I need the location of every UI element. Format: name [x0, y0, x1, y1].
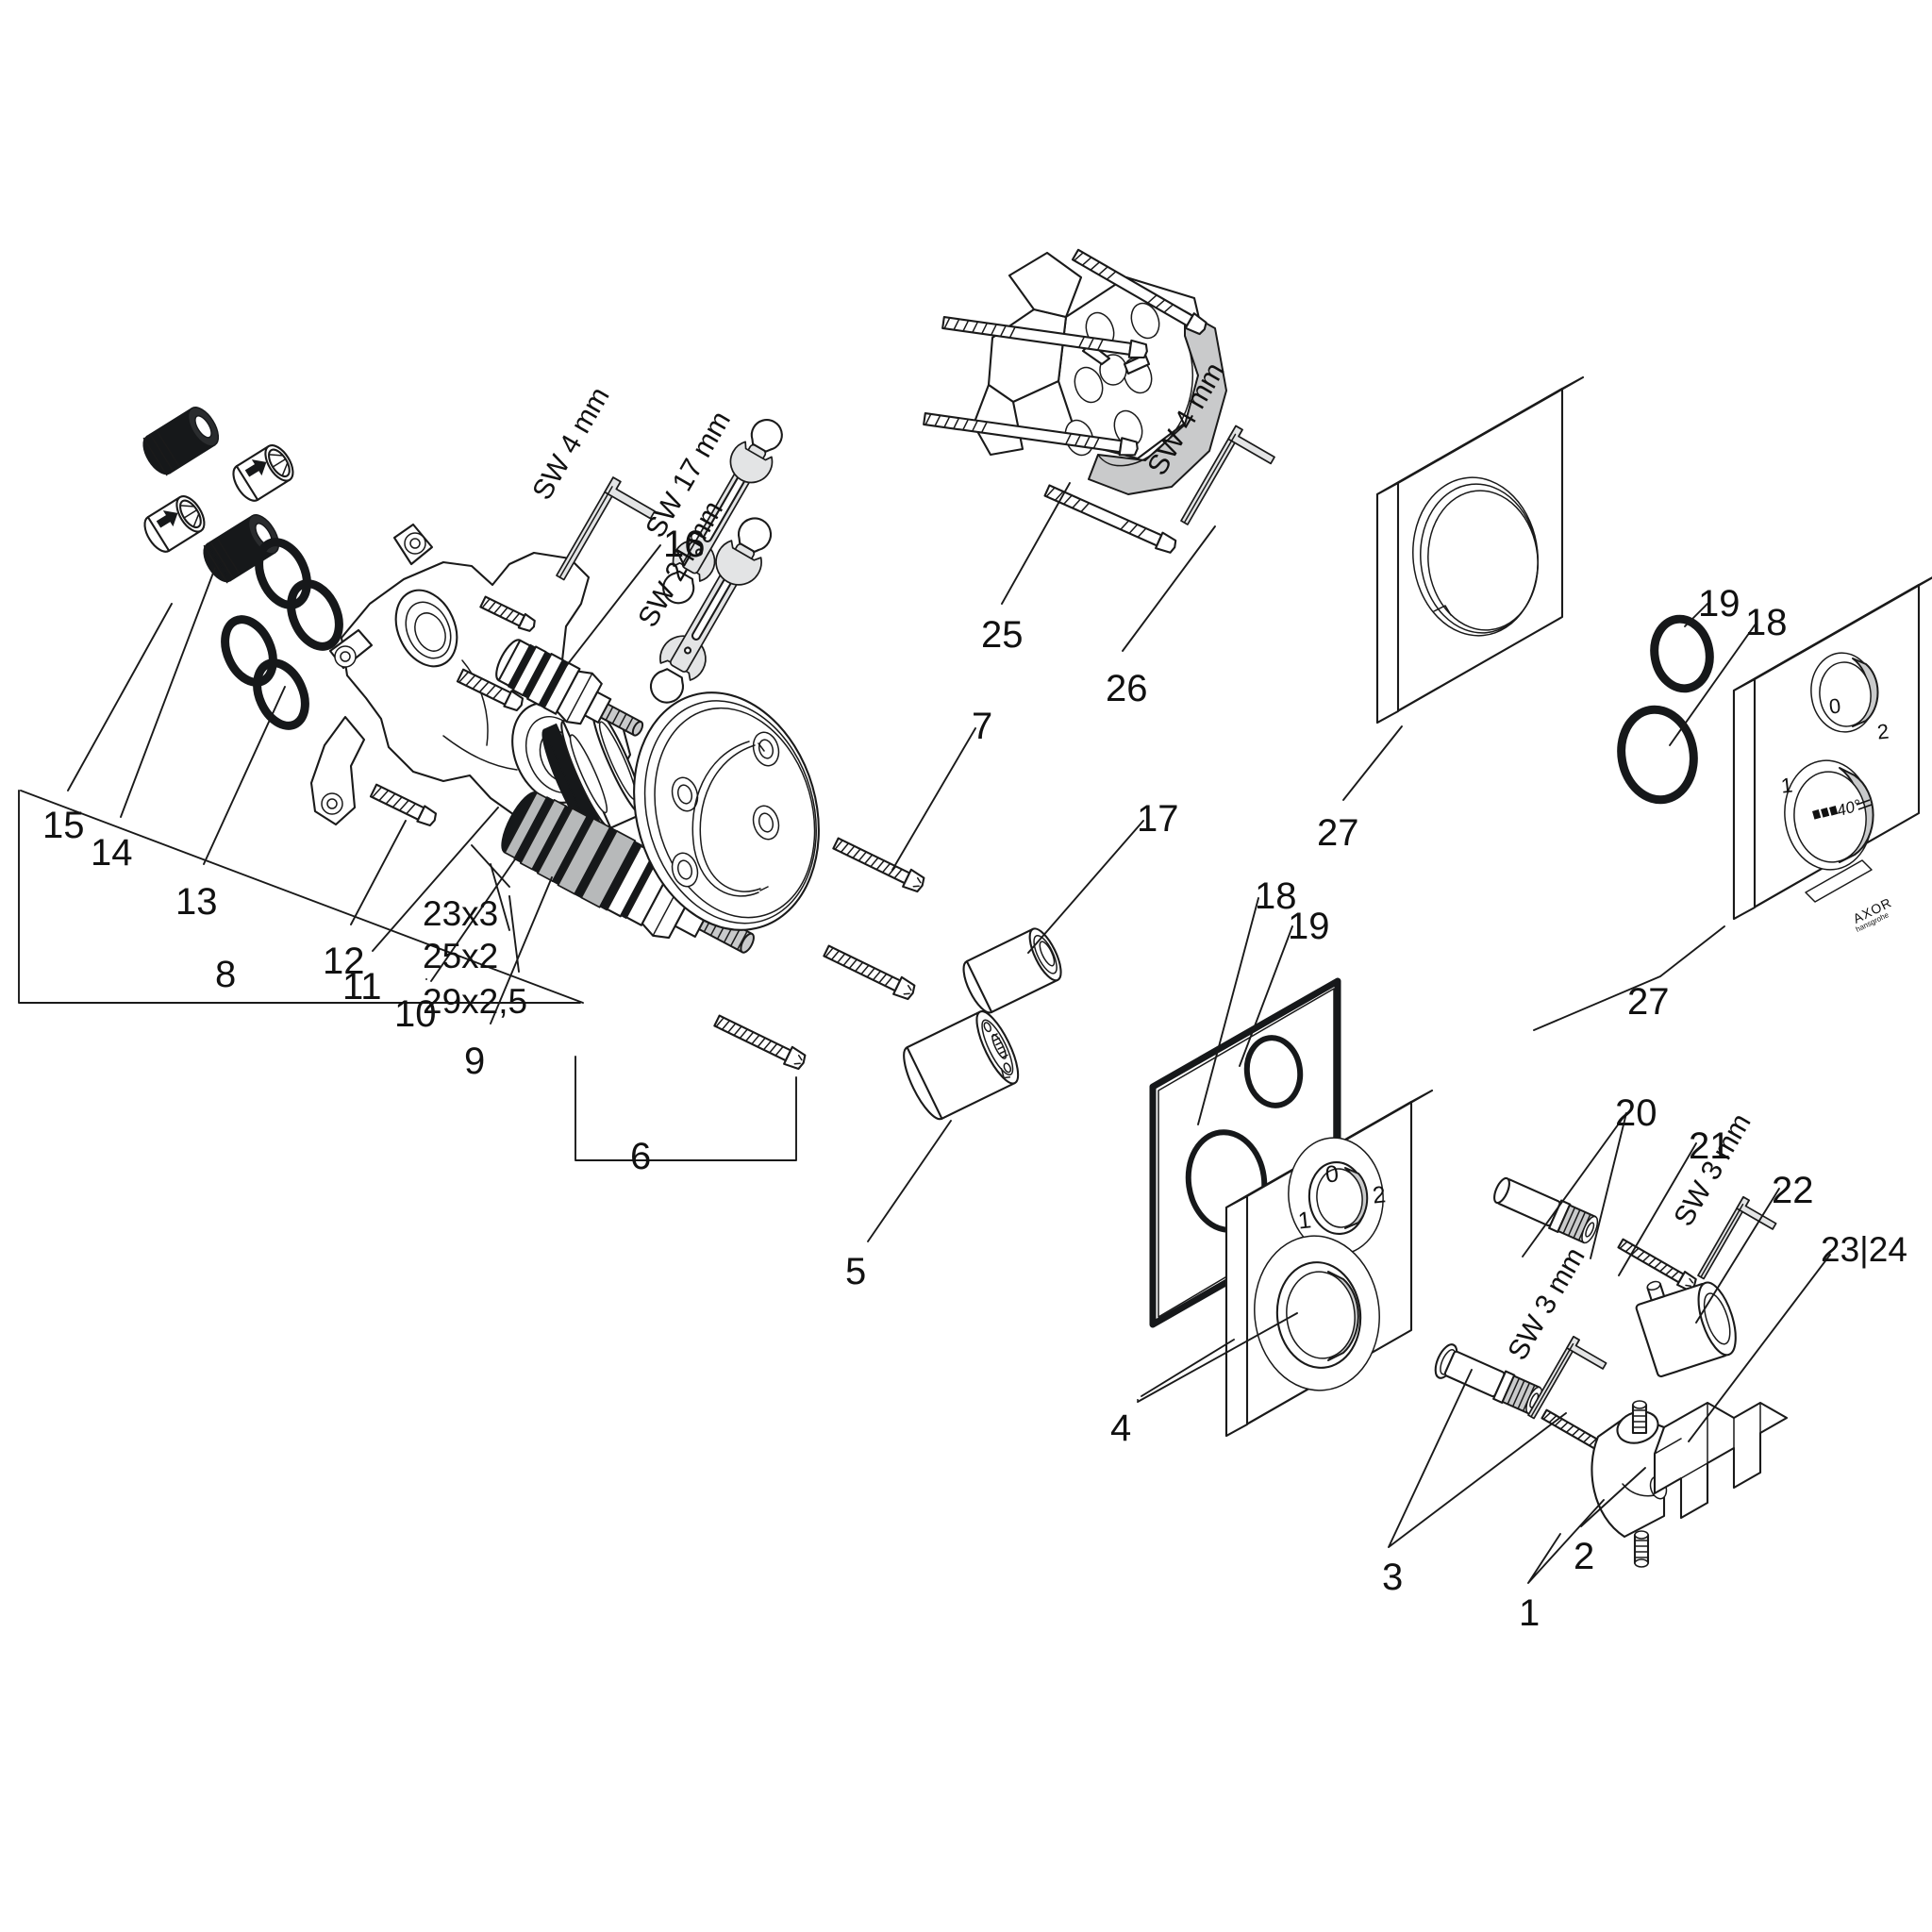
- plate4-marking-zero: 0: [1324, 1160, 1341, 1189]
- part-number-16: 16: [663, 524, 706, 565]
- part-number-13: 13: [175, 881, 218, 923]
- part-number-25: 25: [981, 614, 1024, 656]
- hex-key-sw4-right: [1180, 425, 1275, 525]
- part-27-square-escutcheon-plain: [1375, 375, 1585, 724]
- hex-key-sw4-left: [556, 476, 656, 581]
- part-number-29x25: 29x2,5: [423, 982, 528, 1021]
- part-5-extension-sleeve-large: [903, 1010, 1020, 1121]
- part-number-5: 5: [845, 1251, 867, 1292]
- part-14-check-valve-b: [203, 444, 294, 584]
- part-4-front-control-plate: [1224, 1089, 1434, 1438]
- part-number-14: 14: [91, 832, 133, 874]
- plate27-marking-zero: 0: [1827, 693, 1842, 719]
- plate4-marking-two: 2: [1371, 1181, 1388, 1209]
- part-number-10: 10: [394, 993, 437, 1035]
- part-6-round-base-plate: [633, 691, 820, 931]
- part-number-1: 1: [1519, 1592, 1541, 1634]
- part-16-screw: [479, 595, 536, 632]
- part-25-mounting-bracket-assembly: [923, 248, 1227, 554]
- part-number-20: 20: [1615, 1092, 1657, 1134]
- part-number-18b: 18: [1745, 602, 1788, 643]
- part-19-o-ring-small-right: [1650, 614, 1714, 693]
- part-number-27a: 27: [1317, 812, 1359, 854]
- part-number-3: 3: [1382, 1557, 1404, 1598]
- part-11-seal-ring: [541, 706, 644, 838]
- part-number-9: 9: [464, 1041, 486, 1082]
- hex-key-sw3-lower: [1527, 1336, 1607, 1420]
- part-number-22: 22: [1772, 1170, 1814, 1211]
- part-7-long-screws: [713, 837, 925, 1071]
- hex-key-sw3-upper: [1697, 1196, 1777, 1280]
- part-number-7: 7: [972, 706, 993, 747]
- part-number-8: 8: [215, 954, 237, 995]
- part-number-23x3: 23x3: [423, 894, 499, 933]
- part-17-extension-sleeve-small: [962, 927, 1062, 1014]
- wrench-sw24: [649, 517, 773, 704]
- part-number-27b: 27: [1627, 981, 1670, 1023]
- plate27-marking-one: 1: [1779, 773, 1794, 798]
- part-number-15: 15: [42, 805, 85, 846]
- part-number-2: 2: [1574, 1536, 1595, 1577]
- part-13-o-rings: [221, 538, 343, 730]
- part-number-4: 4: [1110, 1407, 1132, 1449]
- part-18-o-ring-large-right: [1617, 705, 1698, 805]
- part-27-square-plate-marked: [1732, 576, 1932, 921]
- wrench-sw17: [662, 419, 783, 605]
- part-number-19a: 19: [1288, 906, 1330, 947]
- part-22-cross-handle-assembly: [1591, 1400, 1789, 1568]
- part-15-nonreturn-valve: [143, 495, 206, 553]
- part-15-check-valve-a: [142, 407, 220, 476]
- temperature-scale-icon: [1812, 799, 1873, 820]
- part-number-18a: 18: [1255, 875, 1297, 917]
- part-number-17: 17: [1137, 798, 1179, 840]
- leader-lines: [18, 482, 1831, 1584]
- part-number-26: 26: [1106, 668, 1148, 709]
- part-number-21: 21: [1689, 1125, 1731, 1167]
- plate4-marking-one: 1: [1296, 1207, 1313, 1235]
- plate27-marking-two: 2: [1875, 719, 1890, 744]
- part-number-11: 11: [342, 966, 382, 1008]
- part-number-19b: 19: [1698, 583, 1740, 625]
- part-number-2324: 23|24: [1821, 1230, 1907, 1269]
- part-number-12: 12: [323, 941, 365, 982]
- part-number-25x2: 25x2: [423, 937, 499, 975]
- part-number-6: 6: [630, 1136, 652, 1177]
